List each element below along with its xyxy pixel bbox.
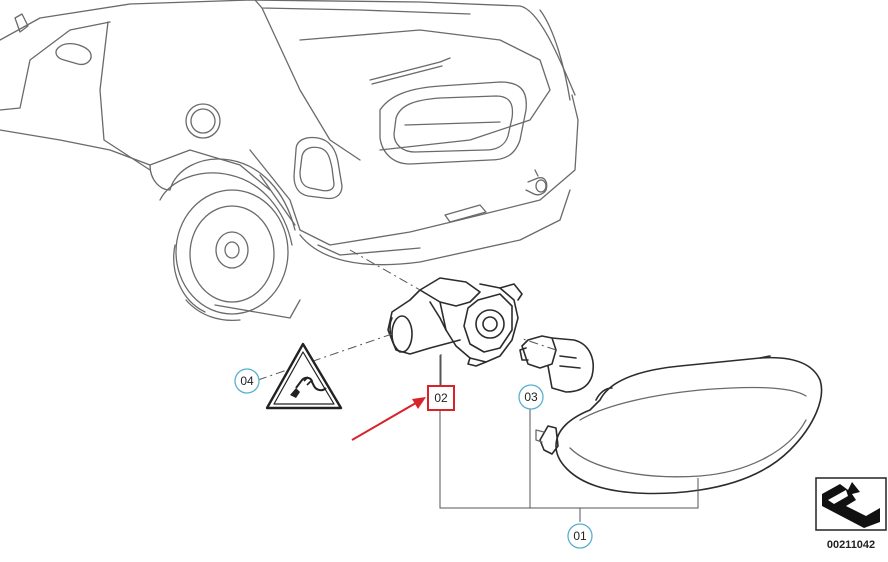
callout-01[interactable]: 01 xyxy=(567,523,593,549)
callout-04[interactable]: 04 xyxy=(234,368,260,394)
callout-03[interactable]: 03 xyxy=(518,384,544,410)
callout-04-label: 04 xyxy=(240,374,254,388)
callout-01-label: 01 xyxy=(573,529,587,543)
highlight-arrow xyxy=(351,397,426,441)
arrow-logo-icon xyxy=(815,477,887,531)
car-rear-illustration xyxy=(0,0,579,322)
bulb-holder-part xyxy=(387,277,523,367)
diagram-id: 00211042 xyxy=(827,539,875,551)
highlight-box xyxy=(427,385,455,411)
callout-02-label: 02 xyxy=(434,391,448,405)
leader-lines xyxy=(257,249,699,522)
callout-03-label: 03 xyxy=(524,390,538,404)
side-marker-lens xyxy=(535,355,823,495)
bulb-part xyxy=(519,335,594,393)
callout-02[interactable]: 02 xyxy=(434,391,448,405)
plug-warning-icon xyxy=(265,342,343,410)
